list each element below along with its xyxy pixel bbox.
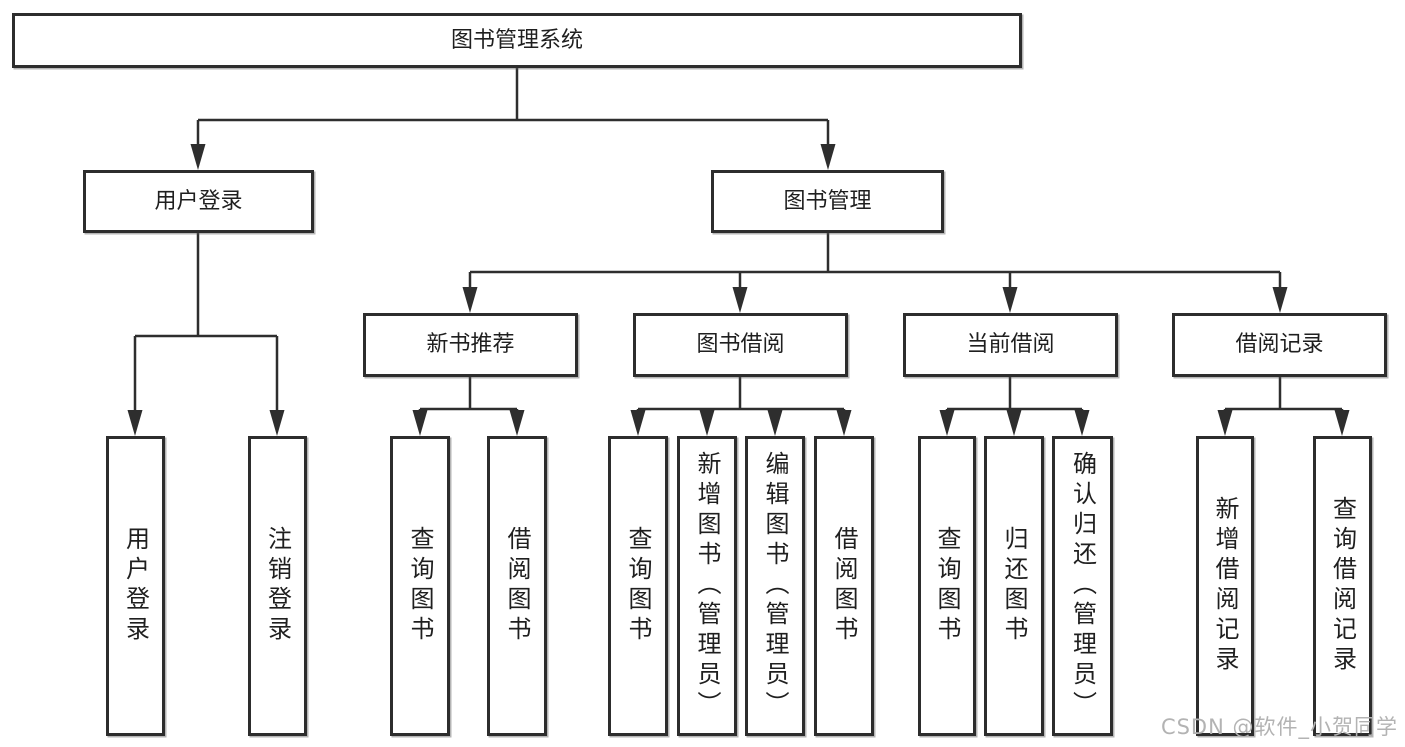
leaf-borrow-borrow-books: 借阅图书 (814, 436, 874, 736)
arrowhead-icon (1217, 410, 1233, 436)
node-system-root: 图书管理系统 (12, 13, 1022, 68)
leaf-record-query-record: 查询借阅记录 (1313, 436, 1372, 736)
leaf-current-return-books: 归还图书 (984, 436, 1044, 736)
arrowhead-icon (1272, 287, 1288, 313)
leaf-newbook-query-books: 查询图书 (390, 436, 450, 736)
arrowhead-icon (1334, 410, 1350, 436)
arrowhead-icon (939, 410, 955, 436)
arrowhead-icon (732, 287, 748, 313)
node-book-borrow: 图书借阅 (633, 313, 848, 377)
leaf-current-confirm-return-admin: 确认归还（管理员） (1052, 436, 1113, 736)
node-user-login: 用户登录 (83, 170, 314, 233)
node-borrow-record: 借阅记录 (1172, 313, 1387, 377)
leaf-logout: 注销登录 (248, 436, 307, 736)
node-new-book-recommend: 新书推荐 (363, 313, 578, 377)
arrowhead-icon (1002, 287, 1018, 313)
arrowhead-icon (190, 144, 206, 170)
arrowhead-icon (269, 410, 285, 436)
leaf-borrow-query-books: 查询图书 (608, 436, 668, 736)
arrowhead-icon (767, 410, 783, 436)
node-current-borrow: 当前借阅 (903, 313, 1118, 377)
arrowhead-icon (630, 410, 646, 436)
arrowhead-icon (462, 287, 478, 313)
arrowhead-icon (699, 410, 715, 436)
arrowhead-icon (1074, 410, 1090, 436)
arrowhead-icon (127, 410, 143, 436)
leaf-newbook-borrow-books: 借阅图书 (487, 436, 547, 736)
arrowhead-icon (412, 410, 428, 436)
csdn-watermark: CSDN @软件_小贺同学 (1160, 715, 1398, 739)
arrowhead-icon (1006, 410, 1022, 436)
leaf-borrow-add-books-admin: 新增图书（管理员） (677, 436, 737, 736)
leaf-user-login: 用户登录 (106, 436, 165, 736)
node-book-management: 图书管理 (711, 170, 944, 233)
leaf-current-query-books: 查询图书 (918, 436, 976, 736)
arrowhead-icon (836, 410, 852, 436)
arrowhead-icon (820, 144, 836, 170)
leaf-borrow-edit-books-admin: 编辑图书（管理员） (745, 436, 805, 736)
arrowhead-icon (509, 410, 525, 436)
leaf-record-add-record: 新增借阅记录 (1196, 436, 1254, 736)
